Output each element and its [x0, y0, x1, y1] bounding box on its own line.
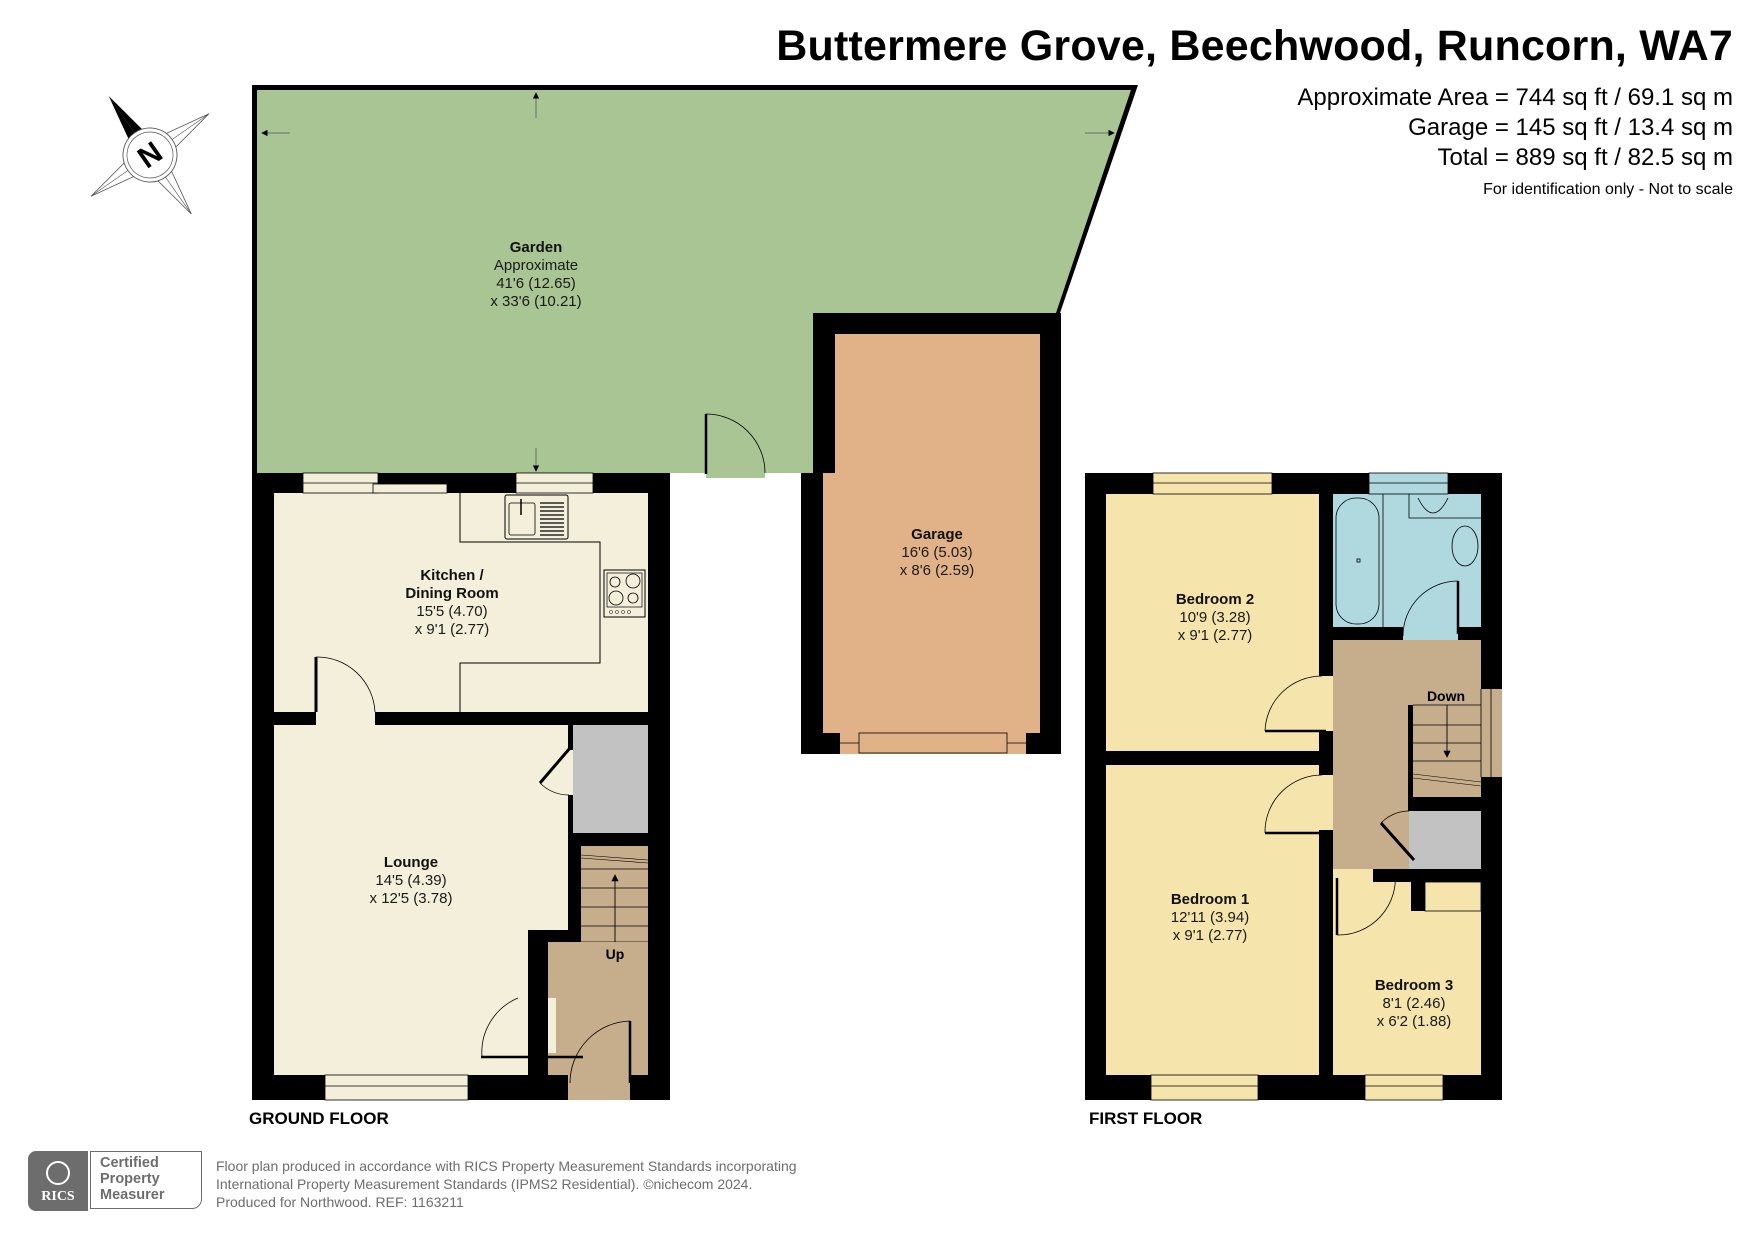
room-name: Bedroom 3 — [1374, 977, 1454, 994]
footer-disclaimer: Floor plan produced in accordance with R… — [216, 1157, 797, 1211]
room-dimension: 8'1 (2.46) — [1382, 995, 1446, 1012]
bedroom-1 — [1106, 765, 1319, 1075]
hob-icon — [603, 569, 646, 618]
garden-area — [252, 85, 1138, 473]
sink-icon — [504, 494, 569, 540]
badge-line: Certified — [100, 1155, 159, 1171]
room-name: Bedroom 1 — [1170, 891, 1250, 908]
first-floor-label: FIRST FLOOR — [1089, 1109, 1203, 1128]
stairs-down — [1408, 689, 1502, 797]
garage-area: Garage = 145 sq ft / 13.4 sq m — [1408, 114, 1733, 141]
lounge — [274, 725, 568, 1075]
footer-line: Produced for Northwood. REF: 1163211 — [216, 1194, 464, 1210]
footer-line: Floor plan produced in accordance with R… — [216, 1158, 797, 1174]
room-dimension: 12'11 (3.94) — [1170, 909, 1250, 926]
room-name: Dining Room — [405, 585, 499, 602]
room-note: Approximate — [493, 257, 579, 274]
total-area: Total = 889 sq ft / 82.5 sq m — [1437, 144, 1734, 171]
room-dimension: x 9'1 (2.77) — [1177, 627, 1253, 644]
room-name: Bedroom 2 — [1175, 591, 1255, 608]
garden-gate — [704, 413, 766, 478]
airing-cupboard — [1409, 811, 1481, 869]
stairs-down-label: Down — [1426, 688, 1466, 704]
room-name: Garage — [911, 526, 963, 543]
property-title: Buttermere Grove, Beechwood, Runcorn, WA… — [776, 22, 1733, 70]
room-dimension: 10'9 (3.28) — [1179, 609, 1251, 626]
room-dimension: 16'6 (5.03) — [901, 544, 973, 561]
kitchen-dining-room — [274, 493, 648, 712]
kitchen-label: Kitchen / Dining Room 15'5 (4.70) x 9'1 … — [405, 567, 498, 639]
badge-line: Measurer — [100, 1187, 165, 1203]
room-dimension: x 33'6 (10.21) — [490, 293, 582, 310]
garage — [801, 313, 1061, 754]
bedroom-2 — [1106, 494, 1319, 751]
lounge-label: Lounge 14'5 (4.39) x 12'5 (3.78) — [370, 854, 453, 908]
bedroom-3 — [1333, 882, 1481, 1075]
understairs-cupboard — [573, 725, 648, 833]
rics-lion-icon — [46, 1161, 70, 1185]
rics-logo: RICS — [28, 1151, 88, 1211]
bedroom-2-label: Bedroom 2 10'9 (3.28) x 9'1 (2.77) — [1176, 591, 1254, 645]
room-dimension: 14'5 (4.39) — [375, 872, 447, 889]
room-dimension: x 6'2 (1.88) — [1376, 1013, 1452, 1030]
room-dimension: x 9'1 (2.77) — [1172, 927, 1248, 944]
badge-line: Property — [100, 1171, 160, 1187]
rics-logo-text: RICS — [41, 1189, 75, 1204]
garage-label: Garage 16'6 (5.03) x 8'6 (2.59) — [900, 526, 975, 580]
north-compass-icon: N — [90, 96, 210, 215]
footer-line: International Property Measurement Stand… — [216, 1176, 753, 1192]
room-dimension: x 8'6 (2.59) — [899, 562, 975, 579]
room-dimension: 41'6 (12.65) — [496, 275, 576, 292]
bathroom — [1333, 472, 1481, 640]
entrance-hall — [548, 942, 648, 1075]
certified-measurer-badge: Certified Property Measurer — [90, 1151, 202, 1209]
room-name: Kitchen / — [420, 567, 484, 584]
stairs-up — [580, 846, 649, 943]
room-name: Lounge — [383, 854, 439, 871]
bedroom-1-label: Bedroom 1 12'11 (3.94) x 9'1 (2.77) — [1171, 891, 1249, 945]
room-name: Garden — [509, 239, 563, 256]
approximate-area: Approximate Area = 744 sq ft / 69.1 sq m — [1297, 84, 1733, 111]
ground-floor-label: GROUND FLOOR — [249, 1109, 389, 1128]
room-dimension: x 12'5 (3.78) — [369, 890, 453, 907]
bedroom-3-label: Bedroom 3 8'1 (2.46) x 6'2 (1.88) — [1375, 977, 1453, 1031]
scale-disclaimer: For identification only - Not to scale — [1483, 181, 1733, 198]
stairs-up-label: Up — [605, 946, 625, 962]
room-dimension: x 9'1 (2.77) — [414, 621, 490, 638]
garden-label: Garden Approximate 41'6 (12.65) x 33'6 (… — [490, 239, 581, 311]
room-dimension: 15'5 (4.70) — [416, 603, 488, 620]
